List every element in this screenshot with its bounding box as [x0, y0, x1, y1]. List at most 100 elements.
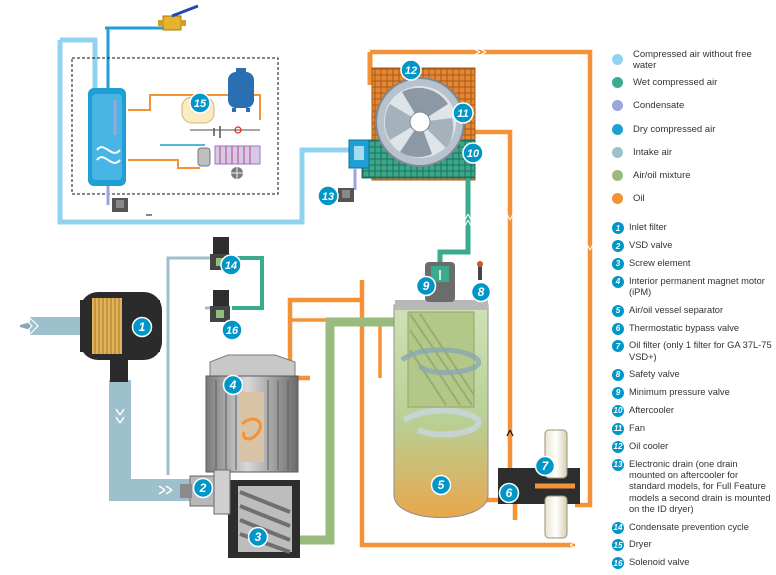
legend-color-swatch [612, 193, 623, 204]
legend-number-badge: 1 [612, 222, 624, 234]
badge-number: 9 [423, 279, 430, 293]
legend-component-item: 2VSD valve [612, 240, 776, 252]
legend-component-label: Inlet filter [629, 222, 776, 233]
legend-number-badge: 14 [612, 522, 624, 534]
refrigerant-line-b [128, 160, 200, 168]
badge-14: 14 [221, 255, 241, 275]
legend-flow-label: Compressed air without free water [633, 49, 776, 71]
legend-number-badge: 11 [612, 423, 624, 435]
legend-component-label: Safety valve [629, 369, 776, 380]
legend-component-label: Condensate prevention cycle [629, 522, 776, 533]
dryer-section [60, 6, 352, 222]
legend-number-badge: 4 [612, 276, 624, 288]
solenoid-valve-16 [210, 290, 230, 322]
compressor-can-icon [198, 148, 210, 166]
legend-component-item: 8 Safety valve [612, 369, 776, 381]
legend-component-item: 14 Condensate prevention cycle [612, 522, 776, 534]
refrigerant-receiver-icon [228, 68, 254, 112]
dryer-heat-exchanger [88, 88, 126, 186]
legend-number-badge: 8 [612, 369, 624, 381]
legend-component-label: Electronic drain (one drain mounted on a… [629, 459, 776, 516]
legend-component-label: Oil cooler [629, 441, 776, 452]
outlet-valve-icon [158, 6, 198, 30]
legend-flow-item: Dry compressed air [612, 118, 776, 141]
legend-flow-label: Air/oil mixture [633, 170, 691, 181]
legend-number-badge: 5 [612, 305, 624, 317]
badge-number: 12 [405, 65, 417, 77]
legend-component-label: Interior permanent magnet motor (iPM) [629, 276, 776, 299]
badge-number: 6 [506, 486, 513, 500]
legend-number-badge: 9 [612, 387, 624, 399]
legend-flow-list: Compressed air without free waterWet com… [612, 48, 776, 210]
badge-1: 1 [133, 318, 152, 337]
diagram-canvas: 12345678910111213141516 [0, 0, 600, 572]
badge-5: 5 [432, 476, 451, 495]
legend-color-swatch [612, 170, 623, 181]
badge-number: 13 [322, 191, 334, 203]
aftercooler-drain-icon [338, 168, 355, 202]
legend-component-list: 1Inlet filter2VSD valve3Screw element4In… [612, 222, 776, 569]
badge-2: 2 [194, 479, 213, 498]
badge-number: 2 [199, 481, 207, 495]
badge-3: 3 [249, 528, 268, 547]
badge-number: 8 [478, 285, 485, 299]
badge-15: 15 [190, 93, 210, 113]
badge-12: 12 [401, 60, 421, 80]
legend-component-label: Air/oil vessel separator [629, 305, 776, 316]
legend-number-badge: 3 [612, 258, 624, 270]
legend-flow-item: Wet compressed air [612, 71, 776, 94]
legend-number-badge: 10 [612, 405, 624, 417]
badge-number: 1 [139, 320, 146, 334]
legend-component-label: Oil filter (only 1 filter for GA 37L-75 … [629, 340, 776, 363]
badge-number: 4 [229, 378, 237, 392]
legend-color-swatch [612, 77, 623, 88]
legend-component-label: Minimum pressure valve [629, 387, 776, 398]
legend-component-item: 4 Interior permanent magnet motor (iPM) [612, 276, 776, 299]
legend-flow-label: Condensate [633, 100, 684, 111]
legend-flow-item: Compressed air without free water [612, 48, 776, 71]
badge-number: 10 [467, 148, 480, 160]
badge-7: 7 [536, 457, 555, 476]
badge-4: 4 [224, 376, 243, 395]
legend-color-swatch [612, 124, 623, 135]
legend-component-item: 12 Oil cooler [612, 441, 776, 453]
badge-number: 16 [226, 325, 239, 337]
legend-number-badge: 2 [612, 240, 624, 252]
legend-number-badge: 15 [612, 539, 624, 551]
legend-component-item: 11Fan [612, 423, 776, 435]
legend-color-swatch [612, 147, 623, 158]
legend-component-label: Dryer [629, 539, 776, 550]
legend: Compressed air without free waterWet com… [612, 48, 776, 575]
legend-component-item: 16Solenoid valve [612, 557, 776, 569]
legend-component-item: 9 Minimum pressure valve [612, 387, 776, 399]
badge-number: 5 [438, 478, 445, 492]
legend-number-badge: 6 [612, 323, 624, 335]
legend-number-badge: 16 [612, 557, 624, 569]
condenser-coil-icon [215, 146, 260, 179]
fan-icon [376, 78, 464, 166]
legend-flow-item: Oil [612, 187, 776, 210]
legend-flow-label: Intake air [633, 147, 672, 158]
badge-13: 13 [318, 186, 338, 206]
badge-10: 10 [463, 143, 483, 163]
badge-number: 15 [194, 98, 207, 110]
legend-color-swatch [612, 100, 623, 111]
legend-flow-label: Oil [633, 193, 645, 204]
legend-flow-item: Intake air [612, 141, 776, 164]
legend-component-item: 5 Air/oil vessel separator [612, 305, 776, 317]
legend-flow-label: Wet compressed air [633, 77, 717, 88]
dryer-drain-icon [108, 186, 128, 212]
legend-flow-label: Dry compressed air [633, 124, 715, 135]
legend-number-badge: 12 [612, 441, 624, 453]
legend-component-item: 13Electronic drain (one drain mounted on… [612, 459, 776, 516]
badge-9: 9 [417, 277, 436, 296]
legend-component-label: Aftercooler [629, 405, 776, 416]
legend-component-item: 10 Aftercooler [612, 405, 776, 417]
legend-component-item: 15 Dryer [612, 539, 776, 551]
expansion-valve-icon [214, 126, 241, 138]
intake-air-duct [120, 380, 190, 490]
aftercooler-inlet-box [349, 140, 369, 168]
wet-air-riser [440, 178, 468, 270]
badge-8: 8 [472, 283, 491, 302]
